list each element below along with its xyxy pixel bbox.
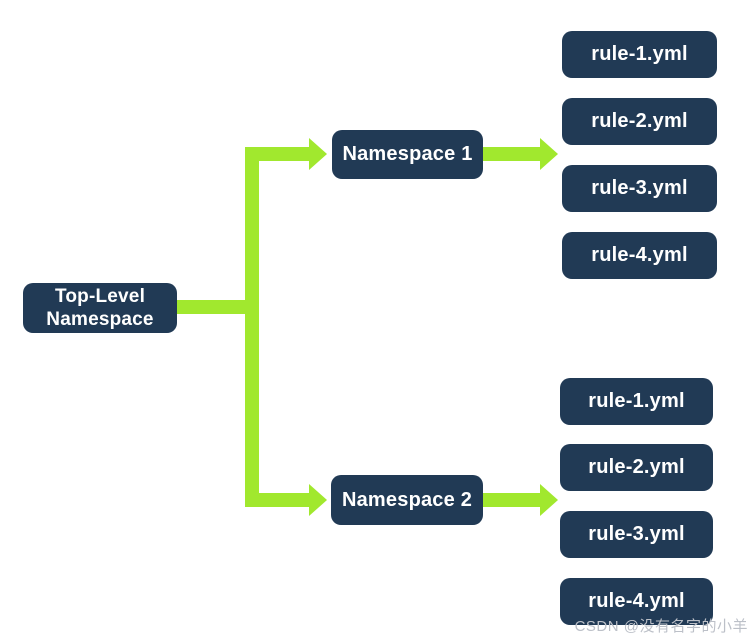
rule-box-ns1-2: rule-2.yml [562, 98, 717, 145]
rule-box-ns2-3: rule-3.yml [560, 511, 713, 558]
rule-box-ns2-1: rule-1.yml [560, 378, 713, 425]
arrowhead-to-rules-top [540, 138, 558, 170]
connector-root-arm [177, 300, 245, 314]
arrowhead-to-namespace-1 [309, 138, 327, 170]
connector-arm-namespace-1 [245, 147, 309, 161]
rule-box-ns1-4: rule-4.yml [562, 232, 717, 279]
rule-box-ns2-2: rule-2.yml [560, 444, 713, 491]
arrowhead-to-rules-bottom [540, 484, 558, 516]
arrowhead-to-namespace-2 [309, 484, 327, 516]
namespace-1-box: Namespace 1 [332, 130, 483, 179]
top-level-namespace-box: Top-Level Namespace [23, 283, 177, 333]
rule-box-ns1-3: rule-3.yml [562, 165, 717, 212]
connector-arm-namespace-2 [245, 493, 309, 507]
rule-box-ns2-4: rule-4.yml [560, 578, 713, 625]
connector-namespace-1-to-rules [483, 147, 540, 161]
connector-trunk [245, 147, 259, 507]
namespace-2-box: Namespace 2 [331, 475, 483, 525]
rule-box-ns1-1: rule-1.yml [562, 31, 717, 78]
csdn-watermark: CSDN @没有名字的小羊 [574, 618, 748, 635]
connector-namespace-2-to-rules [483, 493, 540, 507]
